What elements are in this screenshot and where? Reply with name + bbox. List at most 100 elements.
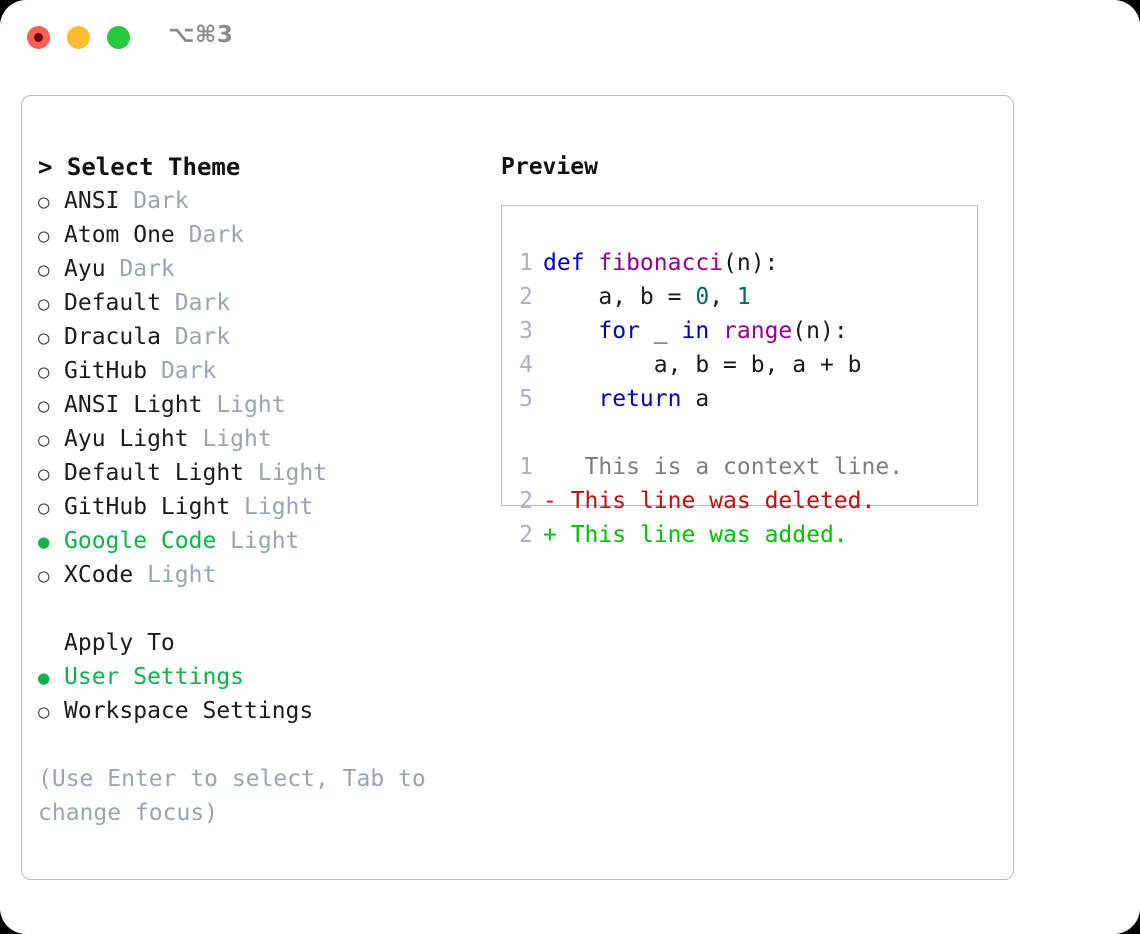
code-line: 5 return a	[513, 382, 971, 416]
theme-option-label: Google Code	[64, 528, 217, 554]
theme-option-category: Dark	[160, 324, 231, 350]
radio-selected-icon: ●	[38, 531, 50, 553]
code-line-text: for _ in range(n):	[543, 314, 848, 348]
apply-to-option-workspace-settings[interactable]: ○ Workspace Settings	[38, 694, 498, 728]
radio-unselected-icon: ○	[38, 259, 50, 281]
diff-marker	[543, 450, 557, 484]
code-line: 2 a, b = 0, 1	[513, 280, 971, 314]
code-diff-separator	[513, 416, 971, 450]
token-function: fibonacci	[598, 250, 724, 276]
theme-option-label: Atom One	[64, 222, 175, 248]
token-plain: a, b = b, a + b	[543, 352, 862, 378]
radio-unselected-icon: ○	[38, 293, 50, 315]
line-number: 2	[519, 284, 533, 310]
code-line-text: a, b = 0, 1	[543, 280, 751, 314]
line-number: 1	[519, 454, 533, 480]
theme-option-label: Default	[64, 290, 161, 316]
line-number: 2	[519, 522, 533, 548]
radio-unselected-icon: ○	[38, 395, 50, 417]
close-window-button[interactable]	[27, 26, 50, 49]
theme-option-category: Light	[216, 528, 300, 554]
diff-line-text: This is a context line.	[556, 454, 904, 480]
theme-option-category: Light	[188, 426, 272, 452]
theme-option-label: XCode	[64, 562, 134, 588]
theme-option-github-light[interactable]: ○GitHub Light Light	[38, 490, 498, 524]
diff-marker: +	[543, 522, 557, 548]
token-keyword: for	[598, 318, 640, 344]
theme-option-ansi-light[interactable]: ○ANSI Light Light	[38, 388, 498, 422]
theme-option-category: Dark	[174, 222, 245, 248]
theme-option-ayu[interactable]: ○ Ayu Dark	[38, 252, 498, 286]
theme-option-list[interactable]: ○ANSI Dark○Atom One Dark○Ayu Dark○Defaul…	[38, 184, 498, 592]
theme-option-default[interactable]: ○ Default Dark	[38, 286, 498, 320]
keyboard-hint-text: (Use Enter to select, Tab to change focu…	[38, 766, 426, 826]
code-line: 4 a, b = b, a + b	[513, 348, 971, 382]
token-plain: (n):	[723, 250, 779, 276]
minimize-window-button[interactable]	[67, 26, 90, 49]
radio-selected-icon: ●	[38, 667, 50, 689]
line-number: 5	[519, 386, 533, 412]
token-plain: (n):	[792, 318, 848, 344]
radio-unselected-icon: ○	[38, 429, 50, 451]
code-line: 3 for _ in range(n):	[513, 314, 971, 348]
theme-option-label: Default Light	[64, 460, 245, 486]
theme-option-ansi[interactable]: ○ANSI Dark	[38, 184, 498, 218]
theme-option-xcode[interactable]: ○ XCode Light	[38, 558, 498, 592]
theme-option-label: Ayu Light	[64, 426, 189, 452]
token-function: range	[723, 318, 793, 344]
radio-unselected-icon: ○	[38, 361, 50, 383]
theme-option-label: ANSI	[64, 188, 120, 214]
code-line: 1 def fibonacci(n):	[513, 246, 971, 280]
token-plain	[543, 318, 598, 344]
token-number: 0	[695, 284, 710, 310]
theme-option-google-code[interactable]: ● Google Code Light	[38, 524, 498, 558]
theme-option-label: GitHub Light	[64, 494, 231, 520]
preview-header: Preview	[501, 154, 598, 180]
radio-unselected-icon: ○	[38, 463, 50, 485]
line-number: 3	[519, 318, 533, 344]
diff-line-text: This line was deleted.	[556, 488, 876, 514]
theme-selection-column: > Select Theme ○ANSI Dark○Atom One Dark○…	[38, 150, 498, 830]
token-plain	[543, 386, 598, 412]
theme-option-default-light[interactable]: ○ Default Light Light	[38, 456, 498, 490]
theme-option-category: Light	[133, 562, 217, 588]
theme-option-label: Ayu	[64, 256, 106, 282]
radio-unselected-icon: ○	[38, 327, 50, 349]
line-number: 4	[519, 352, 533, 378]
theme-option-ayu-light[interactable]: ○ Ayu Light Light	[38, 422, 498, 456]
theme-option-category: Dark	[119, 188, 189, 214]
theme-option-category: Dark	[105, 256, 175, 282]
apply-to-option-list[interactable]: ●User Settings ○ Workspace Settings	[38, 660, 498, 728]
line-number: 2	[519, 488, 533, 514]
apply-to-option-label: Workspace Settings	[64, 698, 314, 724]
apply-to-header: Apply To	[64, 630, 175, 656]
theme-option-category: Light	[244, 460, 328, 486]
apply-to-option-user-settings[interactable]: ●User Settings	[38, 660, 498, 694]
theme-option-label: ANSI Light	[64, 392, 203, 418]
token-keyword: in	[681, 318, 710, 344]
radio-unselected-icon: ○	[38, 565, 50, 587]
maximize-window-button[interactable]	[107, 26, 130, 49]
list-spacer	[38, 592, 498, 626]
token-plain: _	[639, 318, 682, 344]
theme-option-github[interactable]: ○GitHub Dark	[38, 354, 498, 388]
diff-marker: -	[543, 488, 557, 514]
token-plain	[709, 318, 723, 344]
theme-option-atom-one[interactable]: ○ Atom One Dark	[38, 218, 498, 252]
theme-option-label: Dracula	[64, 324, 161, 350]
theme-option-label: GitHub	[64, 358, 148, 384]
code-line-text: def fibonacci(n):	[543, 246, 778, 280]
traffic-lights	[27, 26, 130, 49]
radio-unselected-icon: ○	[38, 701, 50, 723]
token-number: 1	[736, 284, 751, 310]
select-theme-header: > Select Theme	[38, 153, 241, 181]
theme-option-category: Dark	[160, 290, 231, 316]
title-bar: ⌥⌘3	[0, 0, 1140, 76]
line-number: 1	[519, 250, 533, 276]
theme-option-dracula[interactable]: ○ Dracula Dark	[38, 320, 498, 354]
radio-unselected-icon: ○	[38, 225, 50, 247]
token-keyword: def	[543, 250, 599, 276]
